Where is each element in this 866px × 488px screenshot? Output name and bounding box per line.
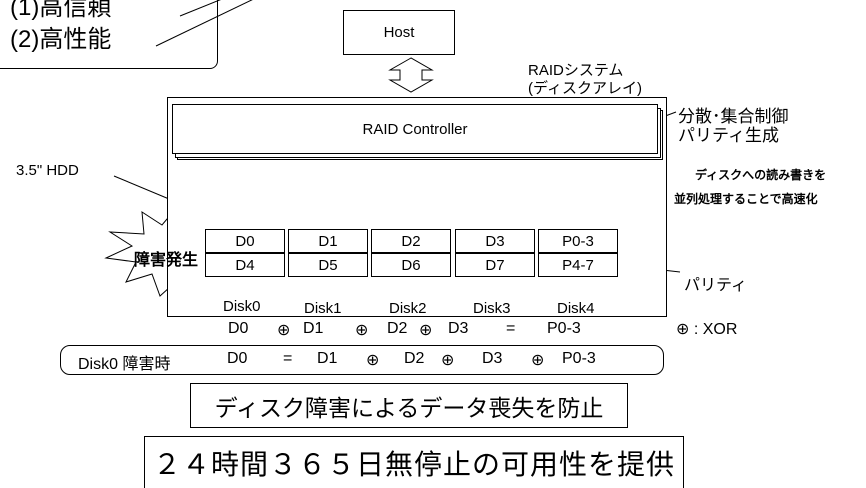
eq2-term-4: D2: [404, 350, 424, 368]
eq1-term-8: P0-3: [547, 320, 581, 338]
eq1-term-5: ⊕: [419, 320, 432, 340]
disk-2-name: Disk2: [389, 300, 427, 317]
host-controller-arrow: [390, 58, 432, 92]
parallel-processing-line2: 並列処理することで高速化: [674, 190, 818, 207]
availability-box: ２４時間３６５日無停止の可用性を提供: [144, 436, 684, 488]
hdd-label: 3.5" HDD: [16, 162, 79, 179]
eq2-prefix: Disk0 障害時: [78, 350, 170, 374]
disk-2-block-1: D6: [371, 253, 451, 277]
xor-legend: ⊕ : XOR: [676, 319, 737, 339]
eq2-term-2: D1: [317, 350, 337, 368]
availability-text: ２４時間３６５日無停止の可用性を提供: [153, 443, 675, 483]
eq1-term-4: D2: [387, 320, 407, 338]
failure-label: 障害発生: [134, 246, 198, 270]
host-label: Host: [384, 24, 415, 41]
disk-2-block-0: D2: [371, 229, 451, 253]
eq1-term-3: ⊕: [355, 320, 368, 340]
eq2-term-0: D0: [227, 350, 247, 368]
eq1-term-0: D0: [228, 320, 248, 338]
disk-4-block-1: P4-7: [538, 253, 618, 277]
eq2-term-7: ⊕: [531, 350, 544, 370]
eq2-term-3: ⊕: [366, 350, 379, 370]
disk-3-block-0: D3: [455, 229, 535, 253]
disk-4-block-0: P0-3: [538, 229, 618, 253]
parallel-processing-line1: ディスクへの読み書きを: [695, 166, 826, 183]
disk-0-block-0: D0: [205, 229, 285, 253]
raid-system-sublabel: (ディスクアレイ): [528, 77, 642, 98]
disk-1-block-0: D1: [288, 229, 368, 253]
raid-controller-label: RAID Controller: [362, 121, 467, 138]
parity-label: パリティ: [684, 271, 747, 295]
eq1-term-2: D1: [303, 320, 323, 338]
data-loss-prevention-box: ディスク障害によるデータ喪失を防止: [190, 383, 628, 428]
host-box: Host: [343, 10, 455, 55]
disk-1-block-1: D5: [288, 253, 368, 277]
disk-3-block-1: D7: [455, 253, 535, 277]
eq1-term-6: D3: [448, 320, 468, 338]
disk-0-name: Disk0: [223, 298, 261, 315]
disk-0-block-1: D4: [205, 253, 285, 277]
eq2-term-5: ⊕: [441, 350, 454, 370]
eq1-term-7: =: [506, 320, 515, 338]
eq1-term-1: ⊕: [277, 320, 290, 340]
eq2-term-6: D3: [482, 350, 502, 368]
parity-generation-label: パリティ生成: [678, 121, 779, 146]
raid-controller: RAID Controller: [172, 104, 658, 154]
eq2-term-8: P0-3: [562, 350, 596, 368]
data-loss-prevention-text: ディスク障害によるデータ喪失を防止: [215, 389, 604, 423]
disk-4-name: Disk4: [557, 300, 595, 317]
disk-3-name: Disk3: [473, 300, 511, 317]
eq2-term-1: =: [283, 350, 292, 368]
disk-1-name: Disk1: [304, 300, 342, 317]
